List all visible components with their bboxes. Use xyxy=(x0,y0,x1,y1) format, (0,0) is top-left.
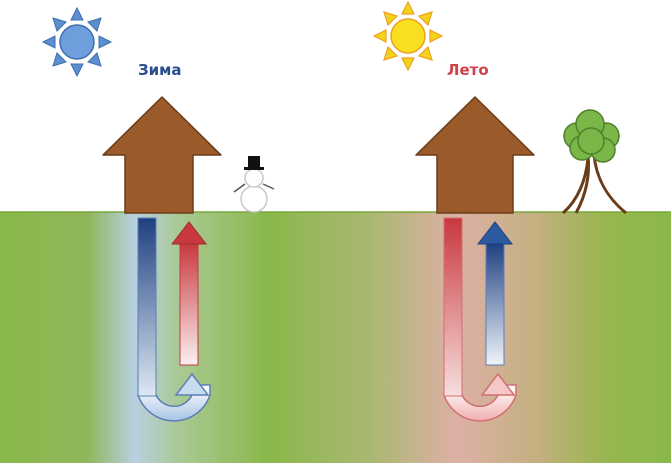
ground xyxy=(0,212,671,463)
summer-house xyxy=(415,96,535,214)
tree-icon xyxy=(561,109,627,215)
hot-sun-icon xyxy=(372,0,444,72)
summer-loop xyxy=(442,217,517,422)
snowman-icon xyxy=(233,156,275,213)
cold-sun-icon xyxy=(41,6,113,78)
winter-house xyxy=(102,96,222,214)
summer-label: Лето xyxy=(447,61,489,79)
winter-loop xyxy=(136,217,211,422)
winter-label: Зима xyxy=(138,61,182,79)
